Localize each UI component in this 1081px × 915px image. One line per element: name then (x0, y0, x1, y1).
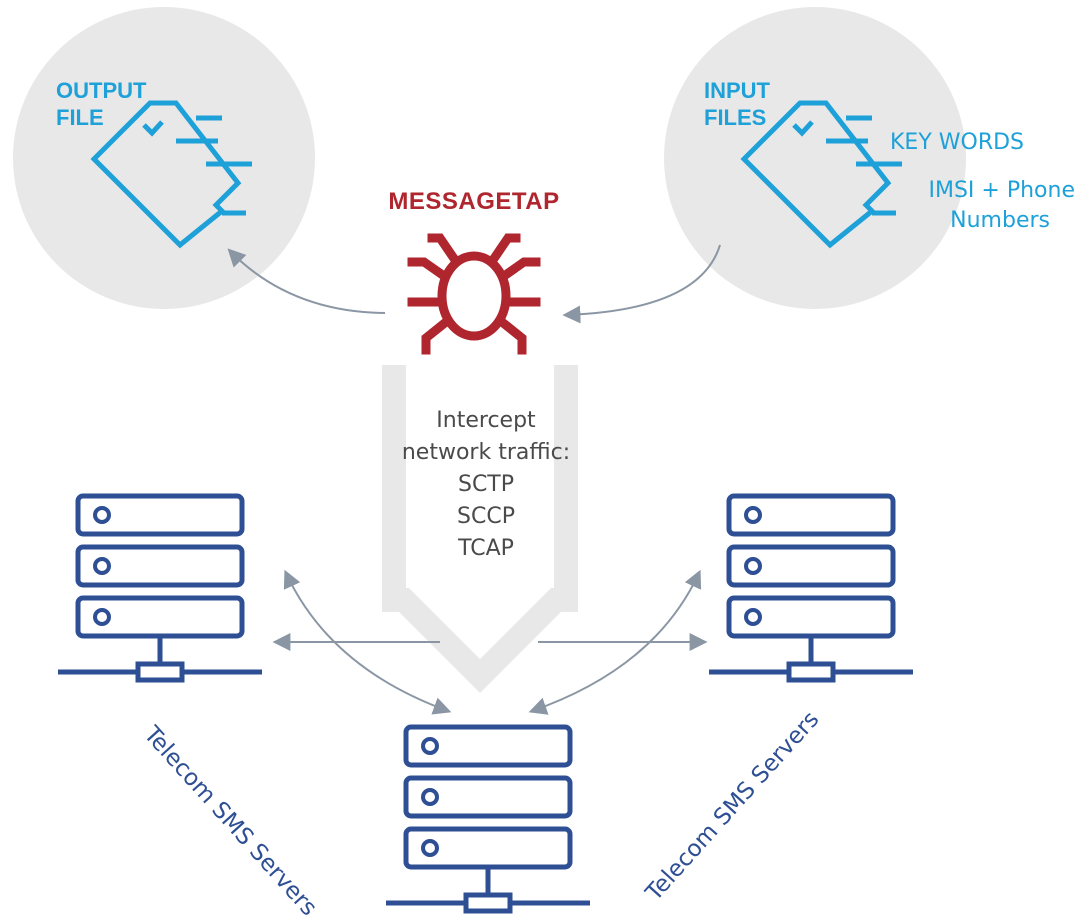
input-files-title-line1: INPUT (704, 78, 771, 103)
input-imsi-label-line1: IMSI + Phone (929, 178, 1076, 203)
output-file-icon (90, 100, 252, 249)
intercept-line2: network traffic: (402, 440, 570, 465)
input-files-circle (664, 7, 966, 309)
output-file-title-line1: OUTPUT (56, 78, 147, 103)
left-server-icon (58, 496, 262, 680)
messagetap-title: MESSAGETAP (388, 188, 559, 215)
left-servers-label: Telecom SMS Servers (138, 721, 322, 915)
output-file-circle (13, 7, 315, 309)
from-input-arrow (562, 244, 721, 324)
to-output-arrow (227, 248, 386, 314)
protocol-tcap: TCAP (457, 536, 514, 561)
right-server-icon (709, 496, 913, 680)
right-servers-label: Telecom SMS Servers (640, 707, 824, 907)
protocol-sctp: SCTP (458, 472, 514, 497)
intercept-line1: Intercept (436, 408, 536, 433)
output-file-title-line2: FILE (56, 105, 104, 130)
bug-icon (407, 233, 541, 355)
input-imsi-label-line2: Numbers (950, 208, 1050, 233)
input-files-icon (740, 100, 902, 249)
arrow-right-center-bidirectional (528, 569, 702, 715)
input-keywords-label: KEY WORDS (890, 130, 1024, 155)
arrow-left-center-bidirectional (283, 569, 452, 715)
input-files-title-line2: FILES (704, 105, 766, 130)
protocol-sccp: SCCP (457, 504, 515, 529)
center-server-icon (386, 727, 590, 911)
